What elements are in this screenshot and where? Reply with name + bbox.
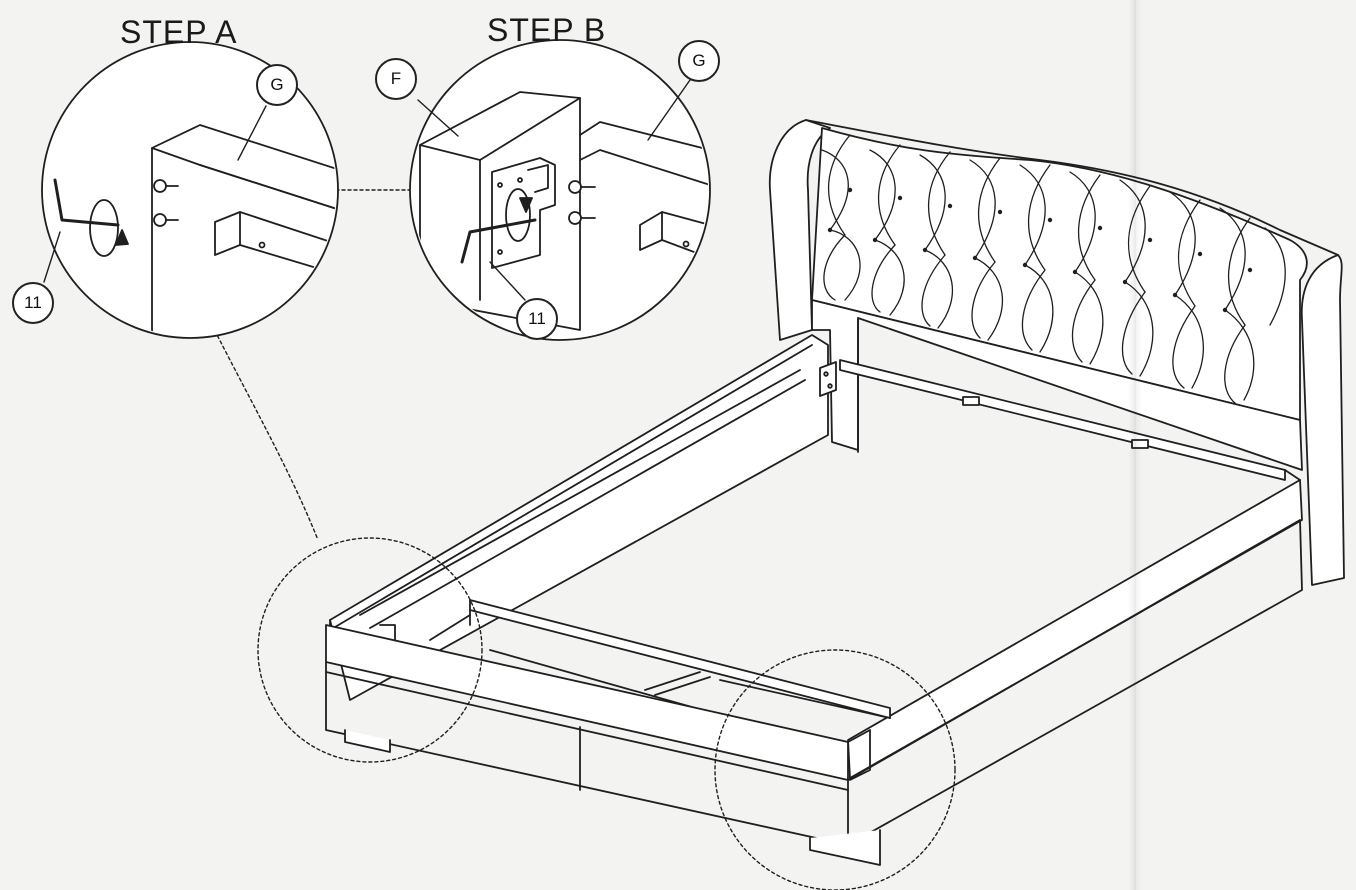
part-label-g-step-a: G bbox=[256, 64, 298, 106]
callout-leaders bbox=[43, 79, 691, 301]
headboard bbox=[768, 119, 1345, 586]
part-label-f-step-b: F bbox=[375, 58, 417, 100]
allen-key-icon bbox=[460, 218, 537, 264]
tool-label-11-step-a: 11 bbox=[12, 282, 54, 324]
tool-label-11-step-b: 11 bbox=[516, 298, 558, 340]
step-b-title: STEP B bbox=[487, 12, 607, 48]
step-a-title: STEP A bbox=[120, 14, 238, 50]
rotate-arrow-icon bbox=[89, 199, 129, 257]
allen-key-icon bbox=[53, 178, 120, 227]
detail-circles bbox=[211, 189, 956, 890]
bolt-icon bbox=[568, 180, 596, 225]
step-b-magnifier bbox=[409, 39, 711, 341]
page-fold bbox=[1128, 0, 1142, 890]
part-label-g-step-b: G bbox=[678, 40, 720, 82]
rotate-arrow-icon bbox=[505, 188, 533, 242]
step-a-magnifier bbox=[41, 41, 339, 339]
bed-frame bbox=[325, 334, 1303, 866]
bolt-icon bbox=[153, 179, 179, 227]
